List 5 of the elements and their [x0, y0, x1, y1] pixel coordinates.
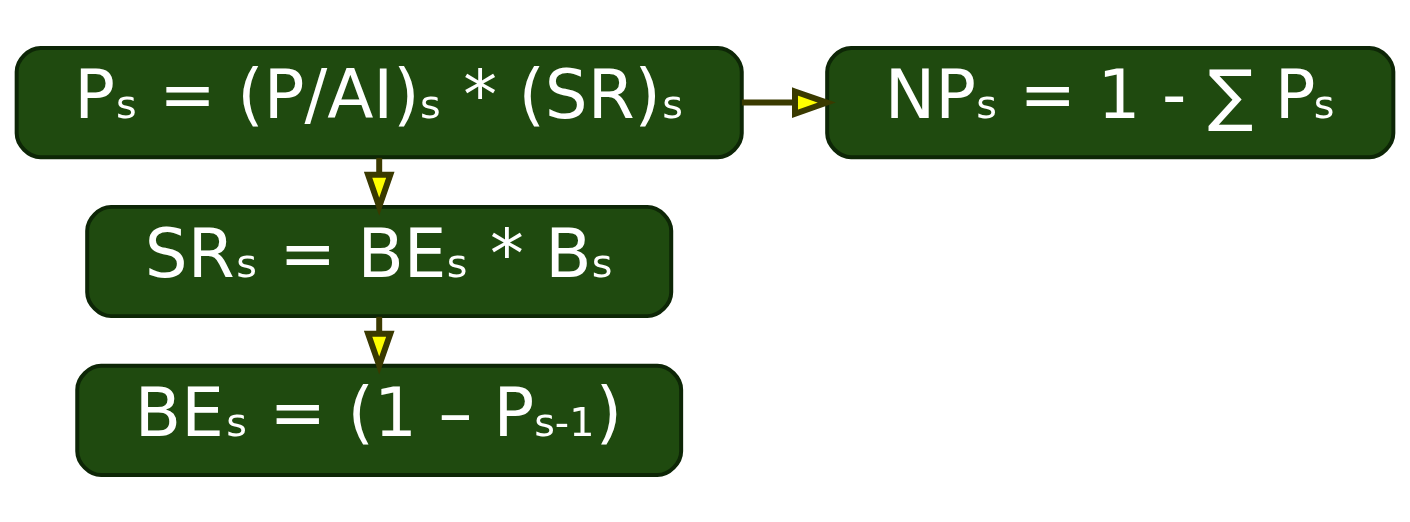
- node-box: NPs = 1 - ∑ Ps: [825, 45, 1396, 159]
- node-box: SRs = BEs * Bs: [85, 204, 674, 318]
- node-box: Ps = (P/AI)s * (SR)s: [14, 45, 744, 159]
- arrow: [741, 86, 836, 118]
- node-box: BEs = (1 – Ps-1): [75, 363, 684, 477]
